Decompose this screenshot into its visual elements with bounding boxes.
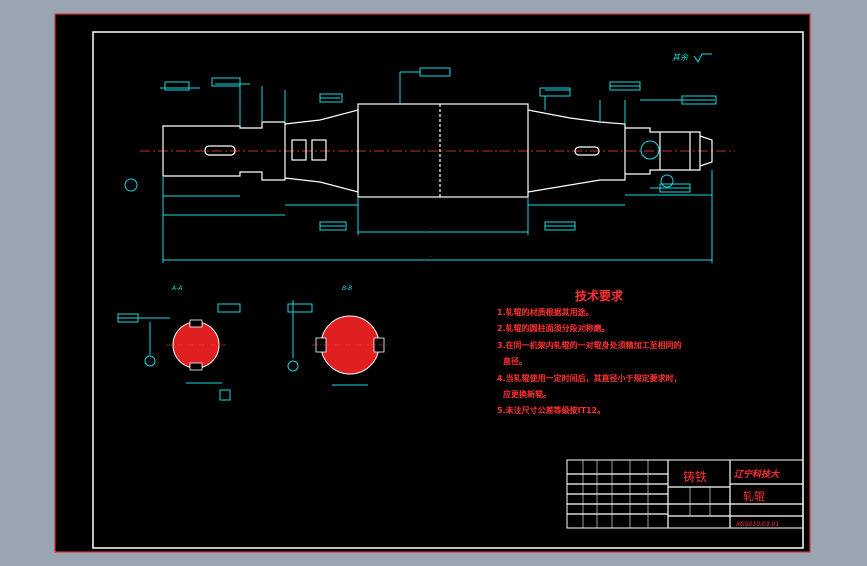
tech-req-item-3b: 直径。 [503,356,527,366]
svg-text:·: · [430,254,432,260]
title-part-name: 轧辊 [743,489,765,503]
title-drawing-number: XGS010.03.01 [735,521,779,528]
title-school: 辽宁科技大 [734,469,780,480]
tech-req-item-1: 1.轧辊的材质根据其用途。 [497,307,594,317]
tech-req-item-5: 5.未注尺寸公差等级按IT12。 [497,405,605,415]
tech-req-item-2: 2.轧辊的圆柱面须分段对称磨。 [497,323,610,333]
tech-req-item-3: 3.在同一机架内轧辊的一对辊身处须精加工至相同的 [497,340,682,350]
tech-req-item-4b: 应更换新辊。 [503,389,551,399]
section-b-b: B-B [287,285,388,386]
sheet-inner-border [92,31,804,549]
title-block: 铸铁 辽宁科技大 轧辊 XGS010.03.01 [566,459,804,529]
svg-text:·: · [430,226,432,232]
section-a-a: A-A [117,285,241,401]
title-material: 铸铁 [683,469,707,484]
shaft-main-view [140,103,735,198]
tech-req-item-4: 4.当轧辊使用一定时间后，其直径小于规定要求时， [497,373,682,383]
tech-requirements-title: 技术要求 [575,288,624,303]
section-label-a: A-A [171,285,182,292]
tech-requirements: 技术要求 1.轧辊的材质根据其用途。 2.轧辊的圆柱面须分段对称磨。 3.在同一… [497,288,682,415]
section-label-b: B-B [342,285,352,292]
dimension-lines: · · [124,67,717,263]
roll-body [357,103,529,198]
roughness-note: 其余 [672,53,689,62]
